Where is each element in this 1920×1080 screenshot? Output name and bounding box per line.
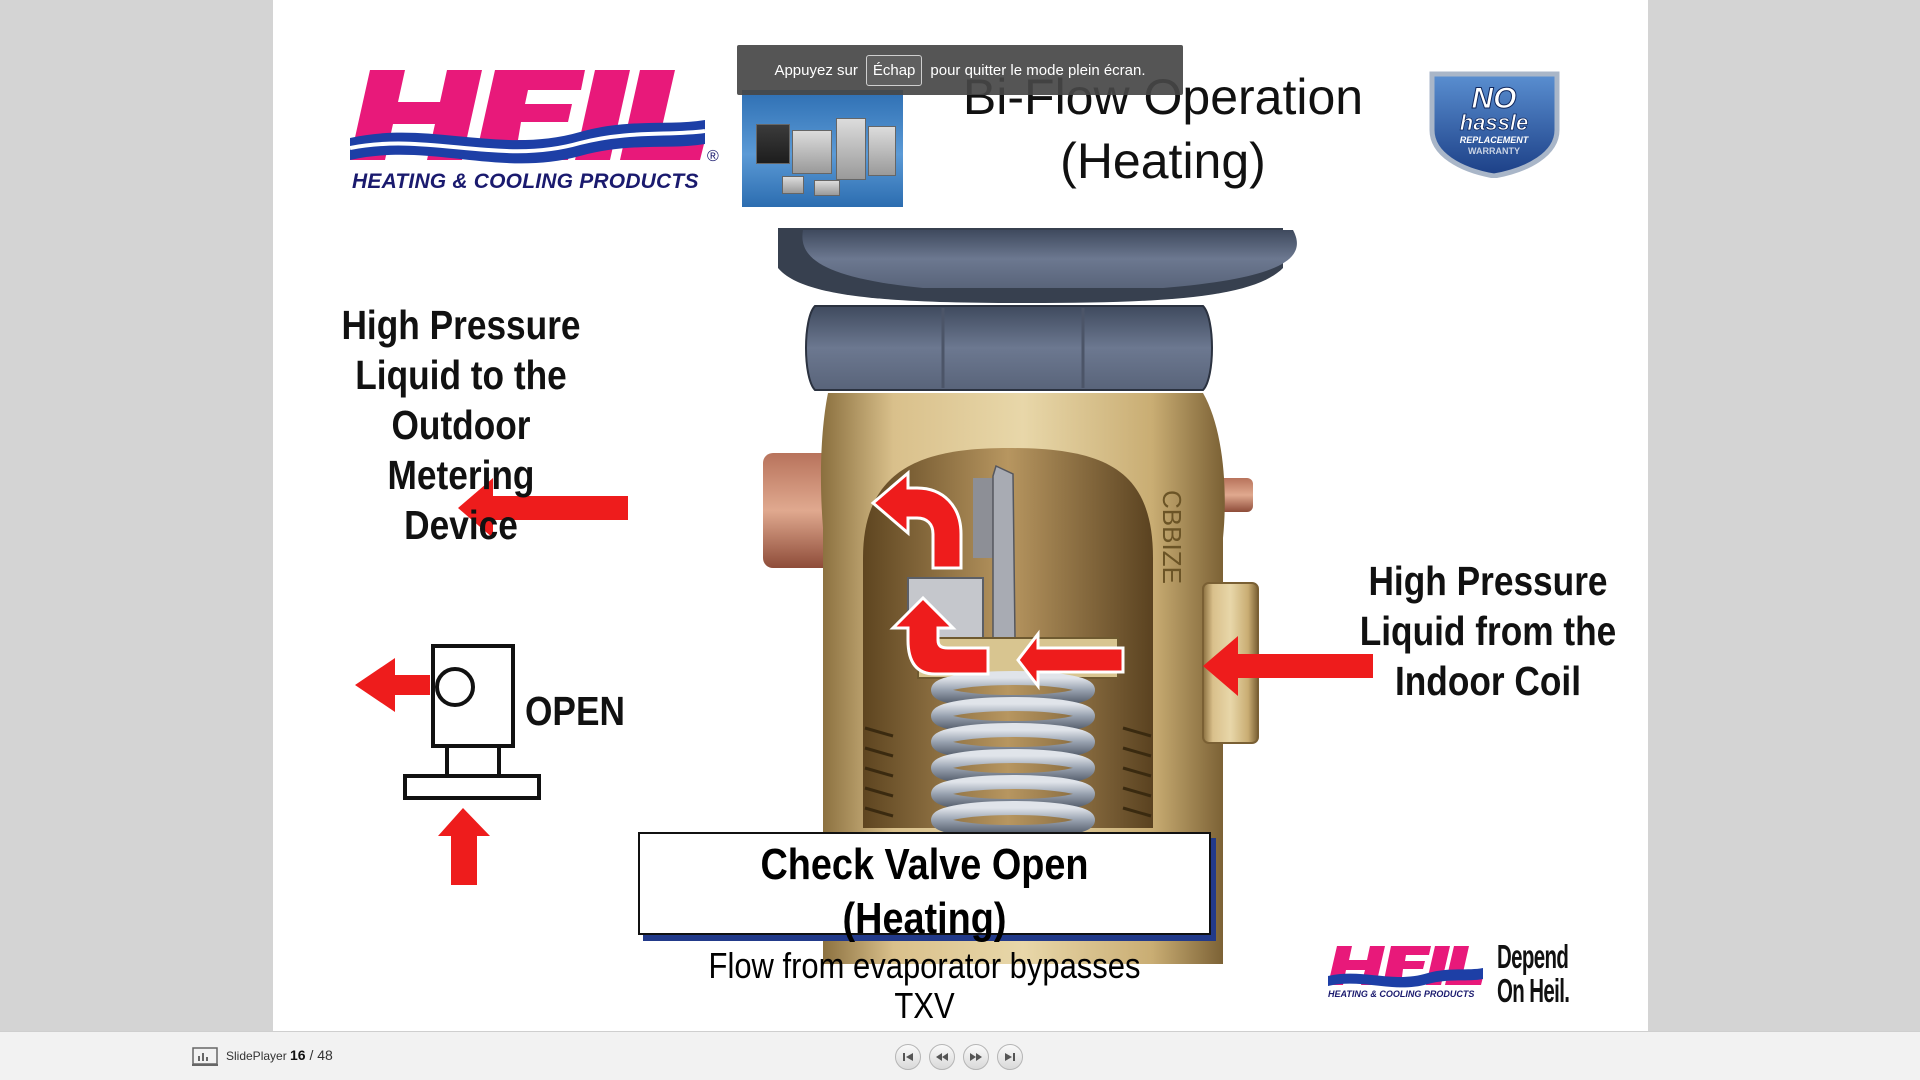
heil-wordmark-icon (350, 60, 705, 170)
svg-text:CBBIZE: CBBIZE (1157, 490, 1187, 584)
registered-mark: ® (707, 148, 719, 166)
svg-text:hassle: hassle (1460, 110, 1529, 135)
toast-quit-text: pour quitter le mode plein écran. (930, 62, 1145, 79)
skip-last-icon (1003, 1050, 1017, 1064)
heil-logo-subtitle: HEATING & COOLING PRODUCTS (352, 170, 699, 194)
right-flow-label: High Pressure Liquid from the Indoor Coi… (1346, 556, 1630, 706)
last-slide-button[interactable] (997, 1044, 1023, 1070)
fullscreen-exit-toast: Appuyez sur Échap pour quitter le mode p… (737, 45, 1183, 95)
slideplayer-icon[interactable] (192, 1047, 218, 1067)
page-counter: 16 / 48 (290, 1047, 333, 1063)
open-valve-diagram (355, 640, 555, 890)
previous-slide-button[interactable] (929, 1044, 955, 1070)
open-label: OPEN (525, 688, 625, 735)
left-flow-label: High Pressure Liquid to the Outdoor Mete… (315, 300, 607, 550)
slide: HEATING & COOLING PRODUCTS ® Bi-Flow Ope… (273, 0, 1648, 1031)
first-slide-button[interactable] (895, 1044, 921, 1070)
depend-on-heil-slogan: Depend On Heil. (1497, 940, 1569, 1008)
next-slide-button[interactable] (963, 1044, 989, 1070)
heil-small-logo-icon (1328, 942, 1488, 1012)
player-toolbar: SlidePlayer 16 / 48 (0, 1031, 1920, 1080)
caption-title: Check Valve Open (Heating) (680, 838, 1169, 946)
no-hassle-warranty-badge-icon: NO hassle REPLACEMENT WARRANTY (1428, 70, 1561, 178)
svg-text:WARRANTY: WARRANTY (1468, 146, 1520, 156)
slideplayer-brand[interactable]: SlidePlayer (226, 1049, 287, 1063)
heil-logo: HEATING & COOLING PRODUCTS ® (350, 60, 720, 195)
product-photo (742, 90, 903, 207)
current-page: 16 (290, 1047, 306, 1063)
svg-text:REPLACEMENT: REPLACEMENT (1460, 135, 1530, 145)
small-logo-subtitle: HEATING & COOLING PRODUCTS (1328, 989, 1474, 999)
fast-forward-icon (969, 1050, 983, 1064)
rewind-icon (935, 1050, 949, 1064)
total-pages: 48 (317, 1047, 333, 1063)
skip-first-icon (901, 1050, 915, 1064)
caption-box: Check Valve Open (Heating) Flow from eva… (638, 832, 1211, 935)
caption-subtitle: Flow from evaporator bypasses TXV (680, 946, 1169, 1026)
toast-press-text: Appuyez sur (774, 62, 857, 79)
escape-key-hint: Échap (866, 55, 923, 86)
